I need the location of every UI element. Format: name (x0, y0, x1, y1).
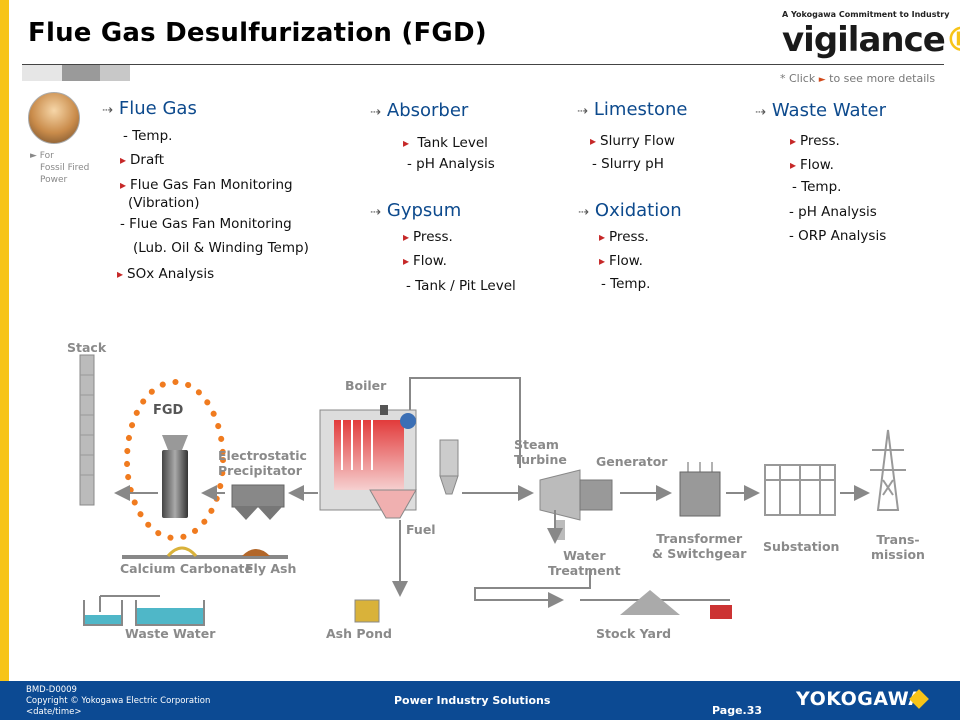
arrow-icon: ⇢ (755, 105, 766, 120)
link-oxidation-flow[interactable]: ▸Flow. (599, 253, 643, 269)
water-treatment-icon (555, 520, 565, 540)
label-substation: Substation (763, 539, 840, 554)
arrow-icon: ⇢ (370, 105, 381, 120)
link-triangle-icon: ▸ (117, 267, 124, 281)
click-note: * Click ► to see more details (780, 72, 936, 85)
deco-band (100, 65, 130, 81)
datetime: <date/time> (26, 707, 82, 717)
arrow-icon: ⇢ (102, 103, 113, 118)
link-triangle-icon: ▸ (790, 134, 797, 148)
yokogawa-logo: YOKOGAWA (796, 688, 924, 710)
doc-id: BMD-D0009 (26, 685, 77, 695)
item-tank-pit-level: - Tank / Pit Level (406, 278, 516, 294)
item-lub-oil: (Lub. Oil & Winding Temp) (133, 240, 309, 256)
label-transmission: Trans-mission (871, 532, 925, 562)
item-vibration: (Vibration) (128, 195, 200, 211)
link-draft[interactable]: ▸Draft (120, 152, 165, 168)
section-title-oxidation: ⇢Oxidation (578, 200, 682, 221)
section-title-gypsum: ⇢Gypsum (370, 200, 462, 221)
item-waste-water-orp: - ORP Analysis (789, 228, 887, 244)
label-waste-water: Waste Water (125, 626, 216, 641)
label-fuel: Fuel (406, 522, 436, 537)
waste-water-tank-icon (83, 600, 205, 626)
label-transformer: Transformer& Switchgear (652, 531, 747, 561)
link-triangle-icon: ▸ (403, 254, 410, 268)
label-calcium-carbonate: Calcium Carbonate (120, 561, 253, 576)
section-title-waste-water: ⇢Waste Water (755, 100, 887, 121)
arrow-icon: ⇢ (577, 104, 588, 119)
feed-conveyor-icon (122, 546, 288, 559)
brand-name: vigilance (782, 20, 946, 60)
link-triangle-icon: ▸ (599, 254, 606, 268)
ash-pond-icon (354, 599, 380, 623)
item-absorber-ph: - pH Analysis (407, 156, 495, 172)
item-flue-gas-temp: - Temp. (123, 128, 173, 144)
link-gypsum-flow[interactable]: ▸Flow. (403, 253, 447, 269)
section-title-absorber: ⇢Absorber (370, 100, 469, 121)
link-waste-water-flow[interactable]: ▸Flow. (790, 157, 834, 173)
label-ash-pond: Ash Pond (326, 626, 392, 641)
link-triangle-icon: ▸ (403, 136, 410, 150)
label-boiler: Boiler (345, 378, 387, 393)
transformer-icon (679, 462, 721, 517)
left-accent-bar (0, 0, 9, 720)
arrow-icon: ⇢ (370, 205, 381, 220)
link-triangle-icon: ▸ (120, 153, 127, 167)
label-generator: Generator (596, 454, 668, 469)
page-number: Page.33 (712, 704, 763, 717)
power-plant-photo[interactable] (28, 92, 80, 144)
fgd-highlight-ring (124, 379, 226, 541)
label-stock-yard: Stock Yard (596, 626, 672, 641)
page-title: Flue Gas Desulfurization (FGD) (28, 18, 487, 48)
label-stack: Stack (67, 340, 107, 355)
footer-center-text: Power Industry Solutions (394, 694, 551, 707)
link-triangle-icon: ▸ (590, 134, 597, 148)
footer-bar (0, 681, 960, 720)
copyright: Copyright © Yokogawa Electric Corporatio… (26, 696, 211, 706)
item-oxidation-temp: - Temp. (601, 276, 651, 292)
item-slurry-ph: - Slurry pH (592, 156, 664, 172)
label-fly-ash: Fly Ash (245, 561, 297, 576)
brand-mark: ® (945, 20, 960, 60)
deco-band (62, 65, 100, 81)
section-title-flue-gas: ⇢Flue Gas (102, 98, 197, 119)
electrostatic-precipitator-icon (231, 484, 285, 520)
link-triangle-icon: ▸ (599, 230, 606, 244)
link-oxidation-press[interactable]: ▸Press. (599, 229, 649, 245)
link-triangle-icon: ▸ (120, 178, 127, 192)
section-title-limestone: ⇢Limestone (577, 99, 688, 120)
link-waste-water-press[interactable]: ▸Press. (790, 133, 840, 149)
fgd-absorber-icon (162, 435, 188, 518)
title-divider (22, 64, 944, 65)
boiler-icon (319, 405, 417, 519)
label-fgd[interactable]: FGD (153, 403, 184, 418)
stock-yard-icon (580, 590, 732, 619)
link-gypsum-press[interactable]: ▸Press. (403, 229, 453, 245)
deco-band (22, 65, 62, 81)
steam-turbine-icon (539, 469, 613, 521)
link-flue-gas-fan-vibration[interactable]: ▸Flue Gas Fan Monitoring (120, 177, 293, 193)
link-triangle-icon: ▸ (790, 158, 797, 172)
substation-icon (764, 464, 836, 516)
link-triangle-icon: ▸ (403, 230, 410, 244)
footer-document-info: BMD-D0009 Copyright © Yokogawa Electric … (26, 685, 210, 718)
brand-tagline: A Yokogawa Commitment to Industry (782, 10, 950, 19)
transmission-tower-icon (870, 429, 906, 511)
item-flue-gas-fan-lub: - Flue Gas Fan Monitoring (120, 216, 292, 232)
link-sox-analysis[interactable]: ▸SOx Analysis (117, 266, 215, 282)
process-flow-diagram (79, 354, 906, 626)
fuel-silo-icon (439, 439, 459, 495)
link-tank-level[interactable]: ▸ Tank Level (403, 135, 488, 151)
item-waste-water-temp: - Temp. (792, 179, 842, 195)
link-slurry-flow[interactable]: ▸Slurry Flow (590, 133, 675, 149)
photo-label[interactable]: ► For Fossil Fired Power (30, 151, 90, 185)
item-waste-water-ph: - pH Analysis (789, 204, 877, 220)
arrow-icon: ⇢ (578, 205, 589, 220)
stack-icon (79, 354, 95, 506)
